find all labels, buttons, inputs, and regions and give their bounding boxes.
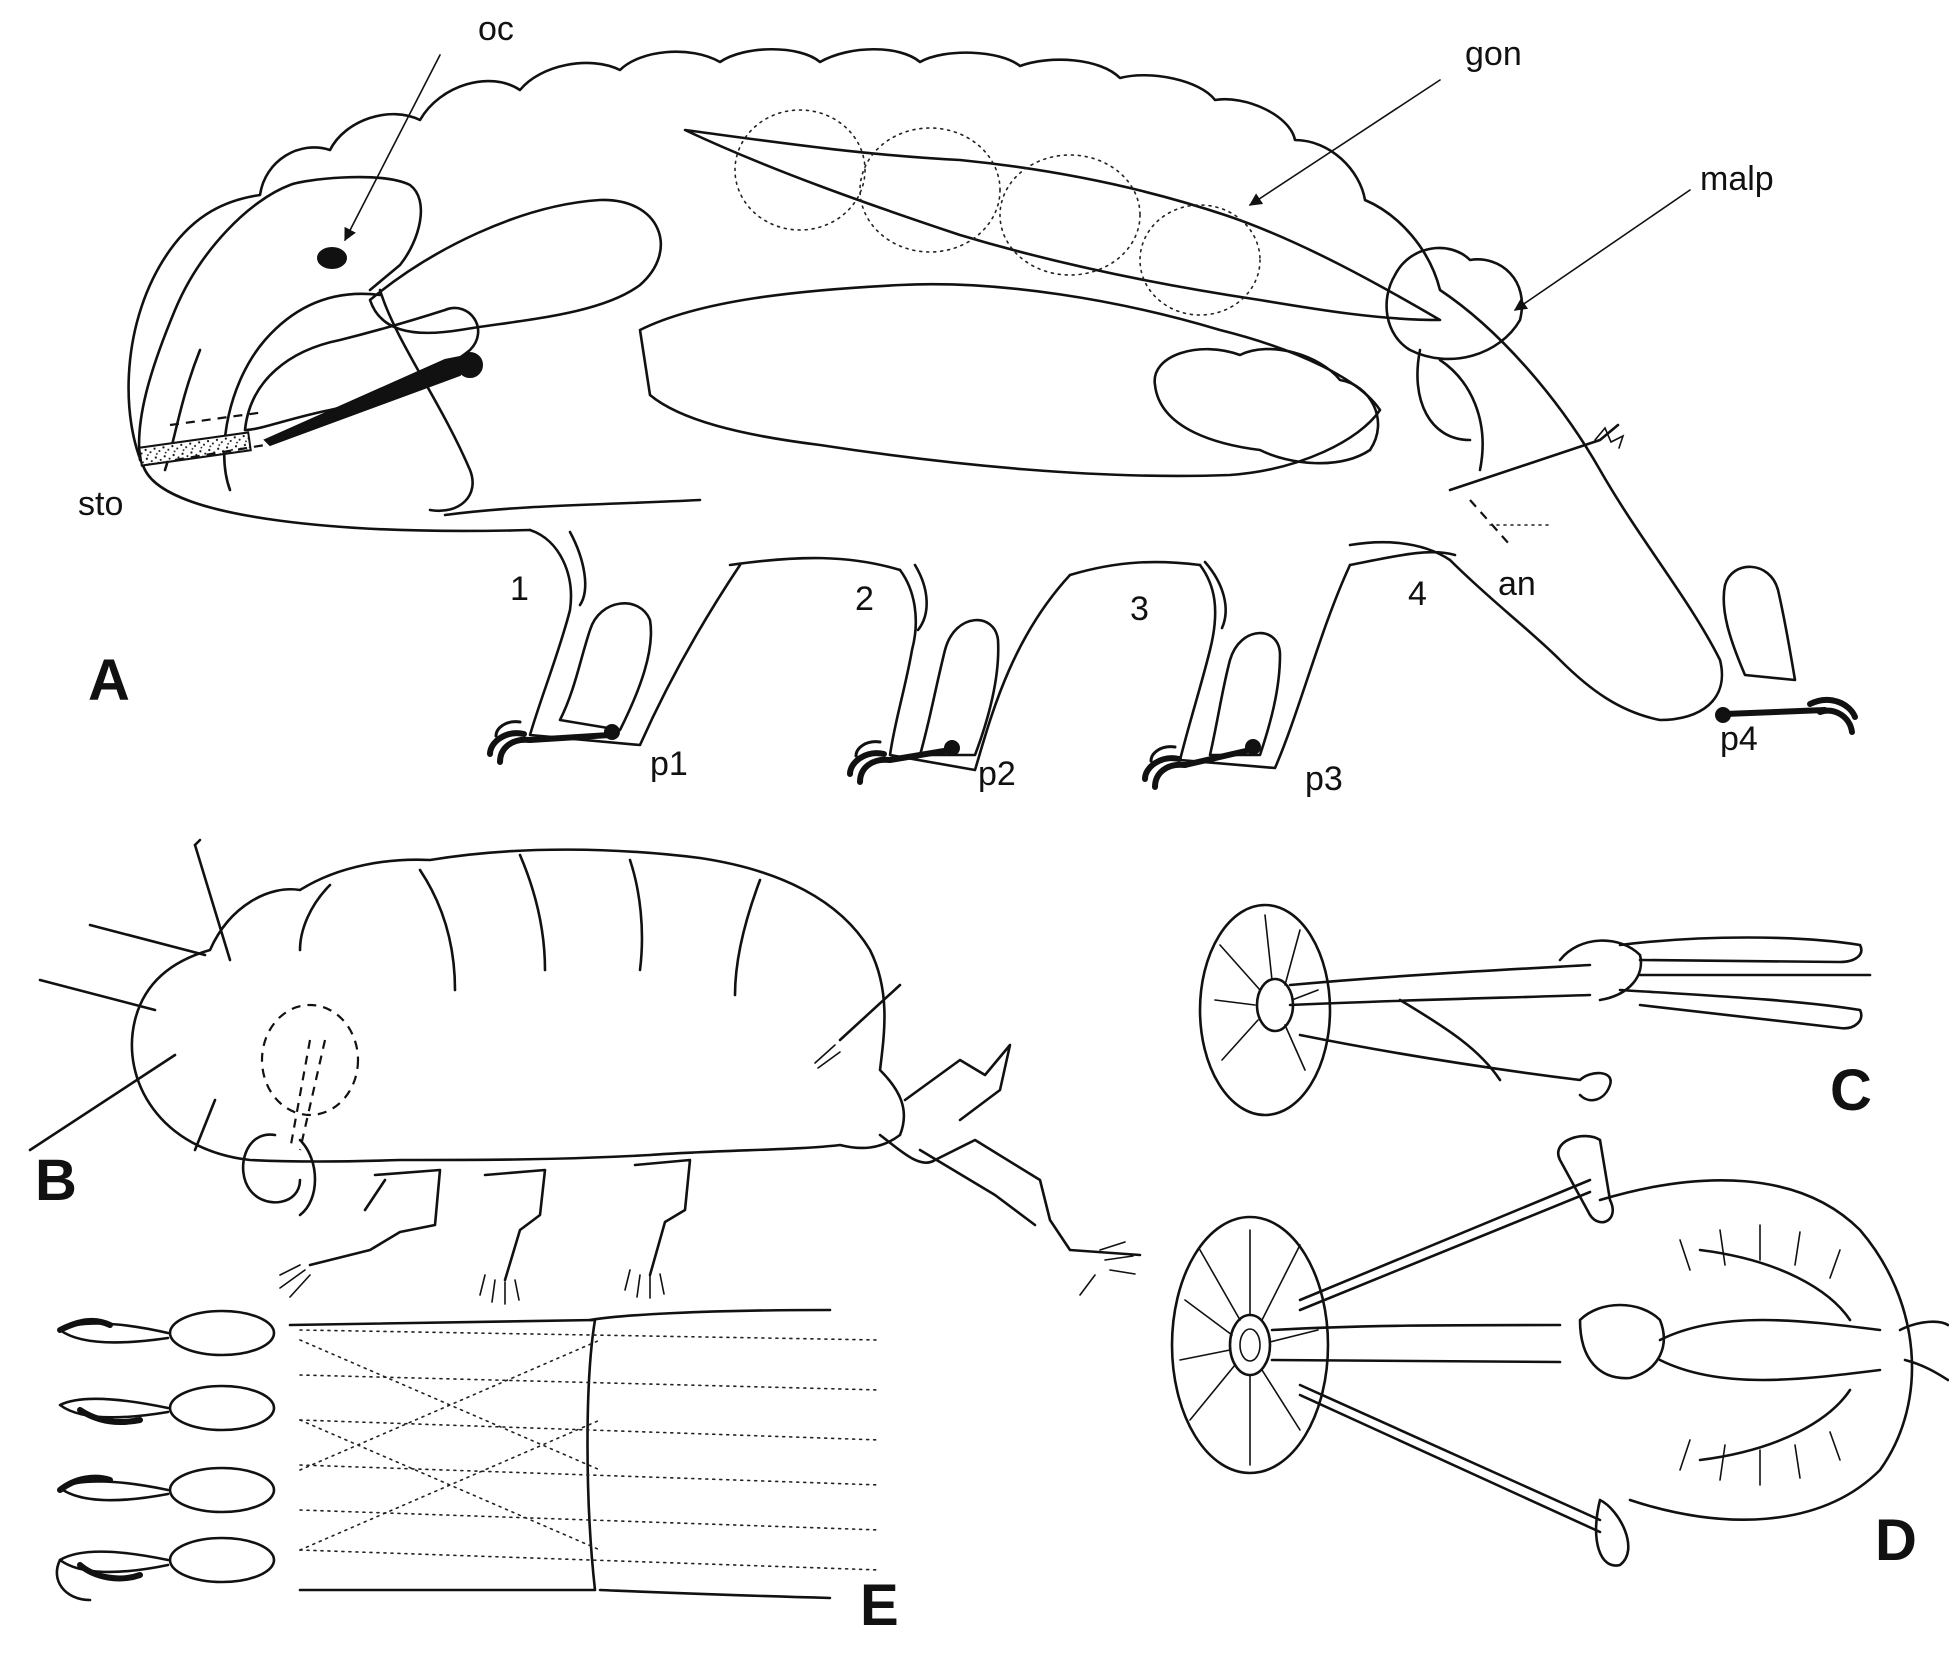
salivary-gland <box>368 198 662 335</box>
panel-letter-d: D <box>1875 1508 1917 1573</box>
label-leg-4: 4 <box>1408 575 1427 613</box>
panel-letter-a: A <box>88 648 130 713</box>
label-oc: oc <box>478 10 514 48</box>
body-outline-a <box>127 48 1724 722</box>
label-leg-3: 3 <box>1130 590 1149 628</box>
label-p1: p1 <box>650 745 688 783</box>
panel-letter-e: E <box>860 1573 899 1638</box>
label-gon: gon <box>1465 35 1522 73</box>
midgut <box>638 282 1382 478</box>
claws-p4 <box>1715 696 1858 735</box>
gonad <box>683 128 1442 322</box>
label-leg-1: 1 <box>510 570 529 608</box>
label-an: an <box>1498 565 1536 603</box>
panel-b-habitus: B <box>28 838 1142 1305</box>
panel-c-buccal-dorsal: C <box>1198 903 1872 1123</box>
leg-1 <box>528 528 742 747</box>
label-p4: p4 <box>1720 720 1758 758</box>
panel-d-buccal-ventral: D <box>1170 1134 1949 1573</box>
panel-letter-c: C <box>1830 1058 1872 1123</box>
stylet-gland <box>243 306 480 432</box>
label-leg-2: 2 <box>855 580 874 618</box>
label-malp: malp <box>1700 160 1774 198</box>
body-outline-b <box>130 848 906 1163</box>
label-sto: sto <box>78 485 123 523</box>
panel-a-anatomy: oc gon malp sto an 1 2 3 4 p1 p2 p3 p4 A <box>78 10 1858 798</box>
claws-p3 <box>1145 739 1261 787</box>
panel-letter-b: B <box>35 1148 77 1213</box>
label-p2: p2 <box>978 755 1016 793</box>
claws-p2 <box>850 741 960 782</box>
leg-2 <box>888 568 1072 772</box>
claws-p1 <box>490 722 620 762</box>
label-p3: p3 <box>1305 760 1343 798</box>
leg-3 <box>1178 563 1352 770</box>
panel-e-leg-detail: E <box>55 1308 899 1638</box>
